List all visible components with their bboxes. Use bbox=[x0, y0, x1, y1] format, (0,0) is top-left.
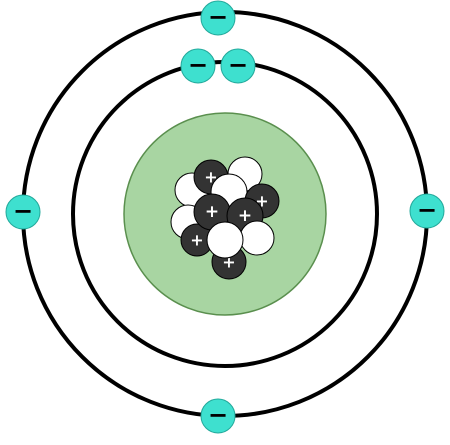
svg-text:−: − bbox=[208, 3, 228, 31]
proton-sign: + bbox=[238, 206, 252, 226]
electron-inner-right: − bbox=[220, 48, 256, 84]
neutron bbox=[239, 220, 275, 256]
electron-outer-top: − bbox=[200, 0, 236, 36]
nucleus-particles: + + + + + + bbox=[170, 156, 280, 280]
electron-outer-right: − bbox=[409, 193, 445, 229]
neutron bbox=[206, 221, 244, 259]
svg-text:−: − bbox=[417, 196, 437, 224]
svg-text:−: − bbox=[188, 51, 208, 79]
svg-text:−: − bbox=[208, 401, 228, 429]
proton: + bbox=[193, 193, 231, 231]
proton-sign: + bbox=[190, 231, 203, 250]
svg-text:−: − bbox=[13, 197, 33, 225]
proton: + bbox=[180, 223, 214, 257]
electrons: − − − − − − bbox=[5, 0, 445, 434]
electron-outer-left: − bbox=[5, 194, 41, 230]
electron-inner-left: − bbox=[180, 48, 216, 84]
svg-text:−: − bbox=[228, 51, 248, 79]
electron-outer-bottom: − bbox=[200, 398, 236, 434]
proton-sign: + bbox=[205, 202, 219, 222]
